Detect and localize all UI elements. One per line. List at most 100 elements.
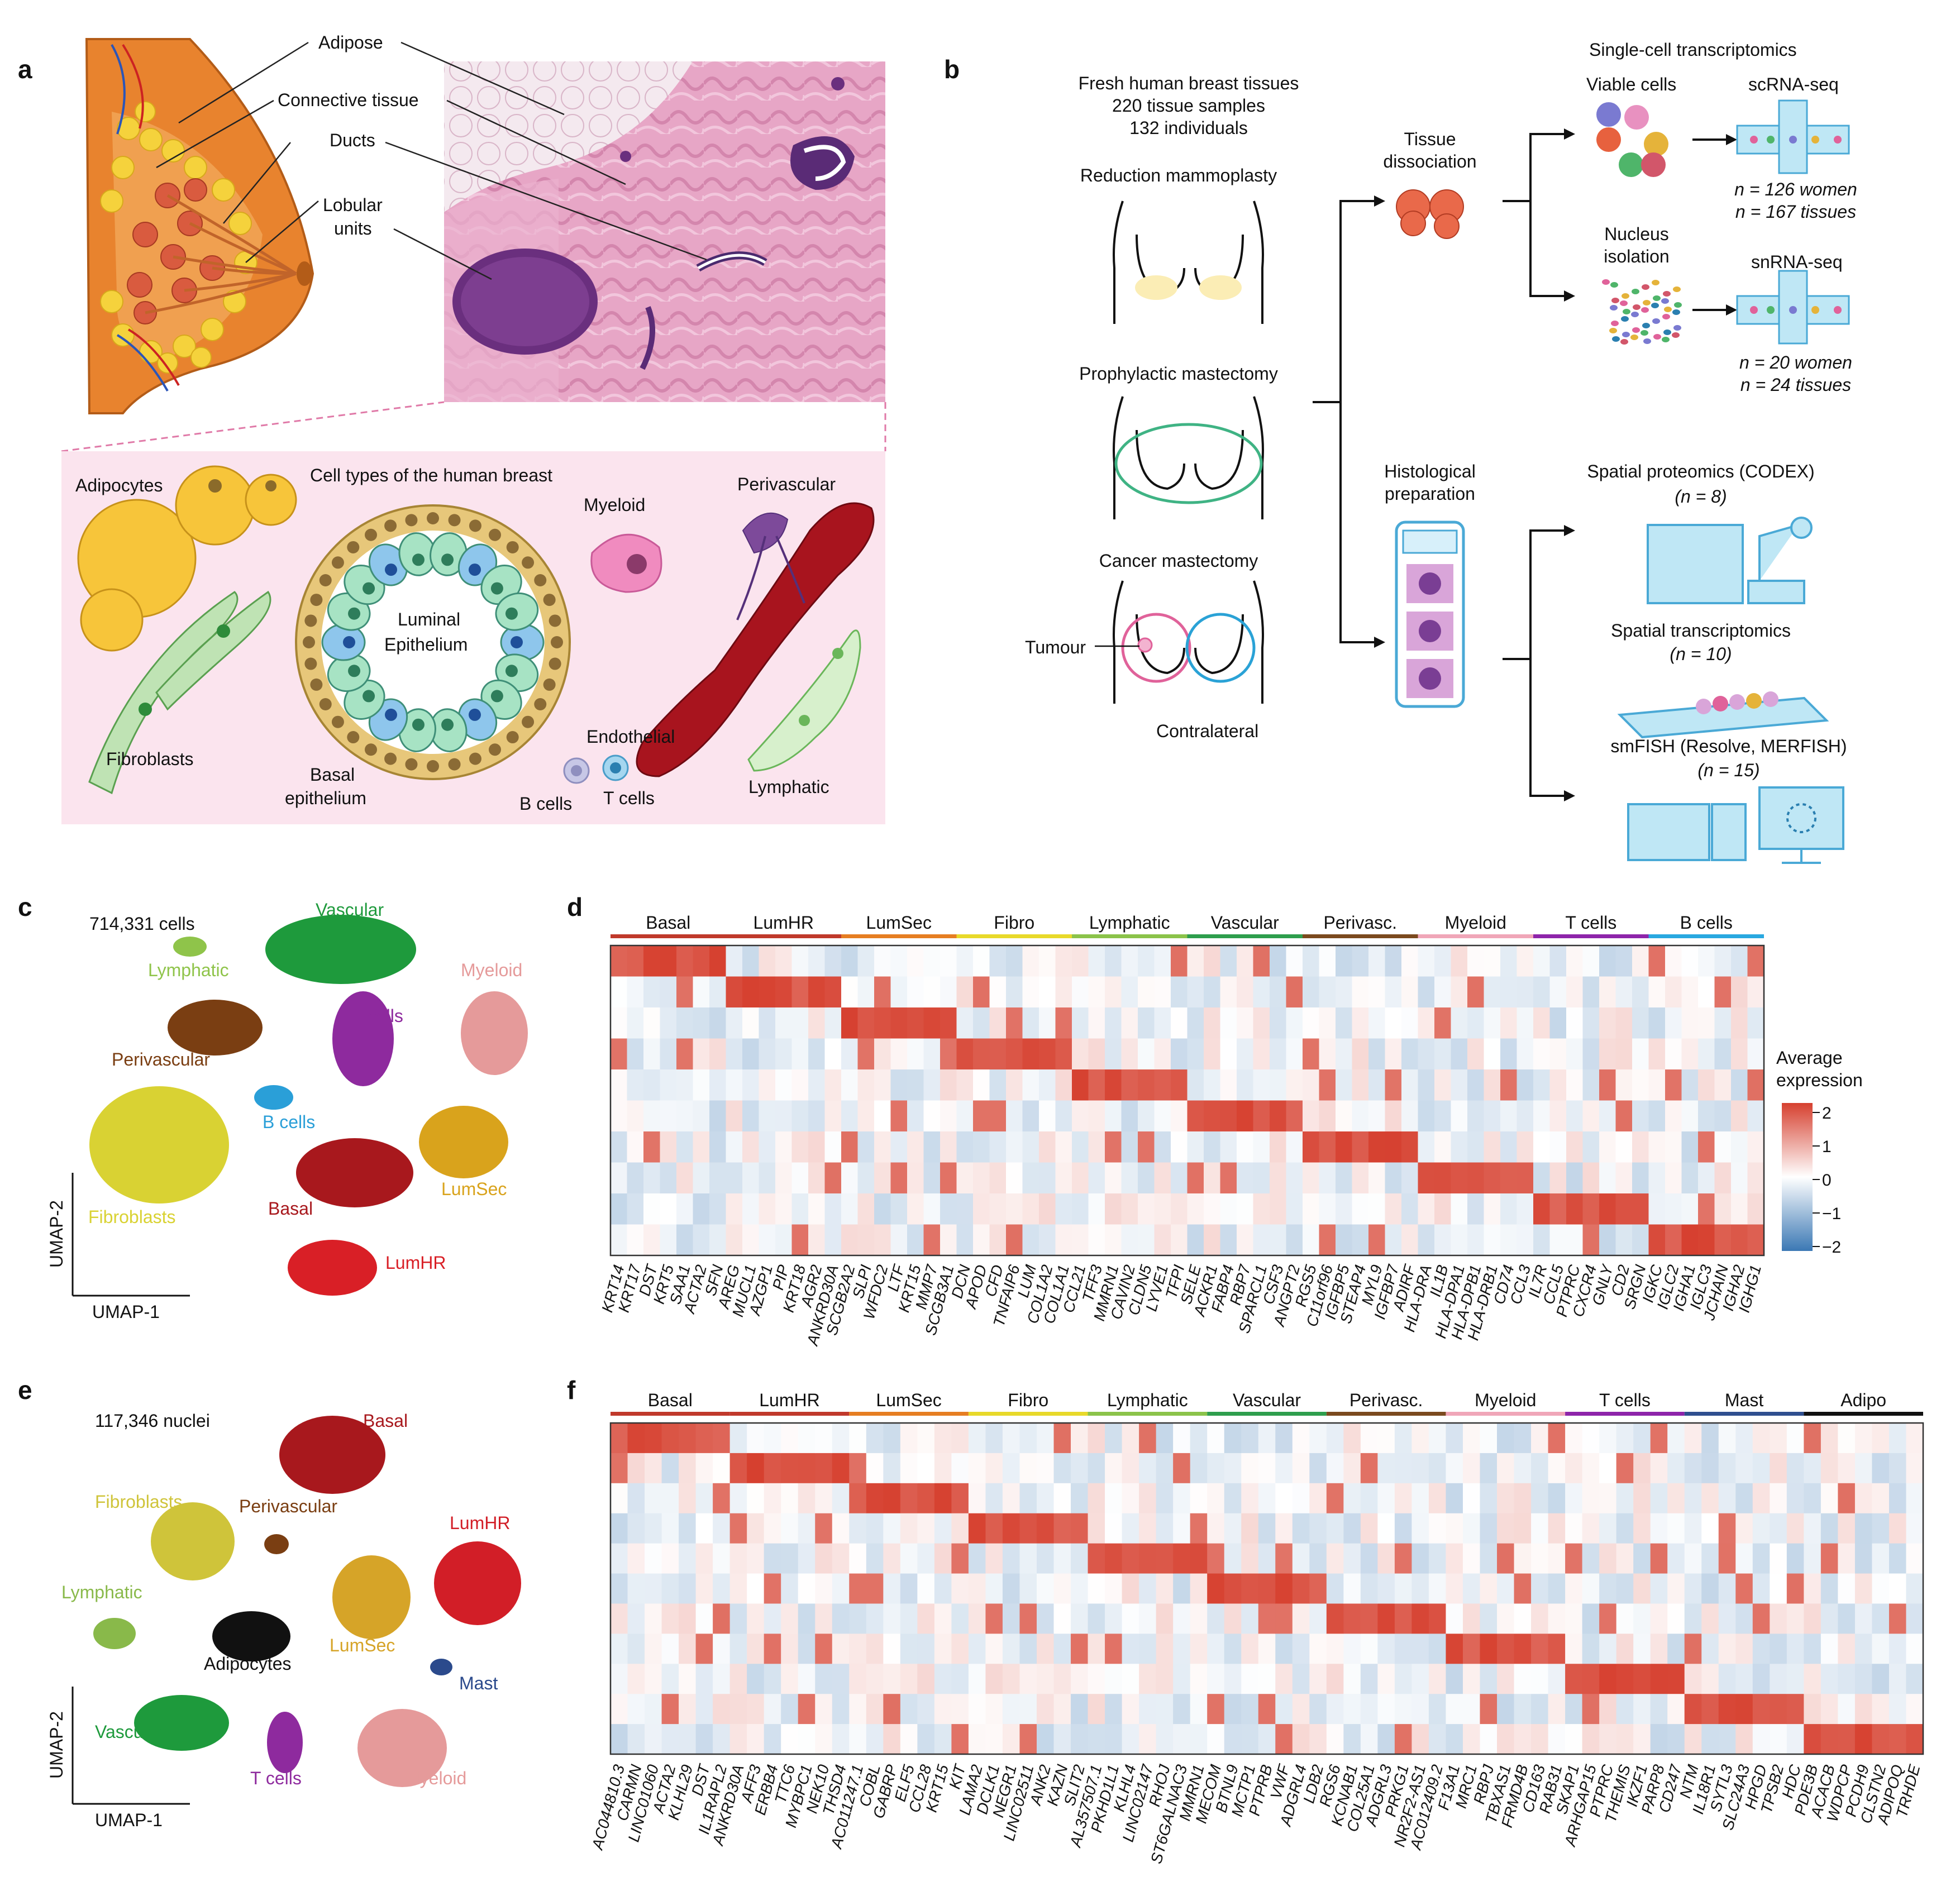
heatmap-cell xyxy=(1411,1453,1429,1484)
heatmap-cell xyxy=(1385,1038,1402,1070)
heatmap-cell xyxy=(660,1131,677,1163)
heatmap-cell xyxy=(1565,1423,1583,1454)
heatmap-group-label: Adipo xyxy=(1840,1390,1886,1410)
heatmap-cell xyxy=(1770,1724,1787,1755)
heatmap-cell xyxy=(1872,1453,1890,1484)
heatmap-cell xyxy=(759,1038,776,1070)
heatmap-cell xyxy=(1889,1453,1907,1484)
heatmap-cell xyxy=(1138,1162,1155,1194)
nucleus-dot xyxy=(1620,339,1628,345)
heatmap-cell xyxy=(661,1423,679,1454)
heatmap-cell xyxy=(1055,1224,1072,1256)
heatmap-group-bar xyxy=(1418,934,1533,938)
heatmap-cell xyxy=(874,1162,891,1194)
heatmap-cell xyxy=(1258,1603,1276,1634)
heatmap-cell xyxy=(815,1423,833,1454)
heatmap-cell xyxy=(1665,976,1682,1008)
heatmap-cell xyxy=(989,1007,1007,1039)
heatmap-cell xyxy=(1237,1131,1254,1163)
basal-cell-nucleus xyxy=(304,614,317,627)
heatmap-cell xyxy=(1615,976,1633,1008)
heatmap-cell xyxy=(759,1069,776,1101)
heatmap-cell xyxy=(1394,1573,1413,1604)
heatmap-cell xyxy=(1173,1603,1191,1634)
heatmap-cell xyxy=(1326,1573,1344,1604)
heatmap-cell xyxy=(1187,1069,1204,1101)
heatmap-cell xyxy=(1088,1453,1105,1484)
heatmap-cell xyxy=(1533,1162,1551,1194)
heatmap-cell xyxy=(1286,1162,1303,1194)
heatmap-cell xyxy=(1088,1543,1105,1574)
heatmap-cell xyxy=(1270,1131,1287,1163)
heatmap-cell xyxy=(973,1193,990,1225)
heatmap-cell xyxy=(1121,1193,1138,1225)
heatmap-cell xyxy=(1480,1423,1498,1454)
heatmap-cell xyxy=(1039,1100,1056,1132)
heatmap-cell xyxy=(764,1573,781,1604)
heatmap-cell xyxy=(1253,1069,1270,1101)
nucleus-dot xyxy=(1662,337,1670,342)
heatmap-cell xyxy=(1105,1634,1123,1664)
heatmap-cell xyxy=(1747,945,1765,977)
heatmap-cell xyxy=(1599,1224,1616,1256)
heatmap-cell xyxy=(1343,1543,1361,1574)
umap-label: Lymphatic xyxy=(61,1582,142,1602)
heatmap-cell xyxy=(841,1224,859,1256)
heatmap-cell xyxy=(1352,1224,1369,1256)
heatmap-cell xyxy=(1326,1543,1344,1574)
heatmap-cell xyxy=(1632,1100,1649,1132)
heatmap-cell xyxy=(857,1162,875,1194)
heatmap-cell xyxy=(661,1603,679,1634)
heatmap-cell xyxy=(1698,1100,1715,1132)
heatmap-cell xyxy=(907,1162,924,1194)
heatmap-group-bar xyxy=(968,1412,1088,1416)
heatmap-cell xyxy=(832,1694,850,1725)
heatmap-cell xyxy=(1889,1634,1907,1664)
luminal-cell-nucleus xyxy=(363,582,375,595)
heatmap-cell xyxy=(1872,1423,1890,1454)
heatmap-cell xyxy=(841,1038,859,1070)
heatmap-cell xyxy=(1517,1100,1534,1132)
heatmap-cell xyxy=(1531,1664,1549,1694)
heatmap-cell xyxy=(1385,1007,1402,1039)
nucleus-dot xyxy=(1630,335,1638,340)
heatmap-cell xyxy=(1187,1100,1204,1132)
heatmap-cell xyxy=(1220,1162,1237,1194)
heatmap-cell xyxy=(676,1038,694,1070)
heatmap-cell xyxy=(973,976,990,1008)
heatmap-cell xyxy=(791,1038,809,1070)
heatmap-cell xyxy=(747,1513,765,1544)
heatmap-cell xyxy=(985,1634,1003,1664)
nucleus-dot xyxy=(1610,282,1618,288)
heatmap-cell xyxy=(1190,1664,1208,1694)
heatmap-cell xyxy=(1906,1513,1924,1544)
heatmap-cell xyxy=(693,1007,710,1039)
heatmap-cell xyxy=(1770,1513,1787,1544)
heatmap-cell xyxy=(627,1038,644,1070)
heatmap-cell xyxy=(1747,1193,1765,1225)
nucleus-dot xyxy=(1611,298,1619,303)
basal-cell-nucleus xyxy=(347,541,360,553)
heatmap-cell xyxy=(1462,1724,1481,1755)
heatmap-cell xyxy=(1804,1634,1821,1664)
heatmap-cell xyxy=(1204,1007,1221,1039)
heatmap-cell xyxy=(934,1453,952,1484)
heatmap-cell xyxy=(923,976,941,1008)
heatmap-cell xyxy=(849,1634,867,1664)
heatmap-cell xyxy=(1582,1423,1600,1454)
heatmap-cell xyxy=(1343,1634,1361,1664)
heatmap-cell xyxy=(1480,1453,1498,1484)
heatmap-cell xyxy=(1517,1038,1534,1070)
heatmap-cell xyxy=(1418,1100,1435,1132)
heatmap-cell xyxy=(729,1513,747,1544)
heatmap-cell xyxy=(1105,1007,1122,1039)
dissociation-label: dissociation xyxy=(1383,151,1476,171)
heatmap-cell xyxy=(709,1038,727,1070)
heatmap-cell xyxy=(1019,1664,1037,1694)
heatmap-cell xyxy=(1616,1694,1634,1725)
heatmap-cell xyxy=(917,1694,935,1725)
heatmap-cell xyxy=(1237,1038,1254,1070)
heatmap-cell xyxy=(1309,1724,1327,1755)
heatmap-cell xyxy=(1173,1664,1191,1694)
heatmap-cell xyxy=(1648,945,1666,977)
